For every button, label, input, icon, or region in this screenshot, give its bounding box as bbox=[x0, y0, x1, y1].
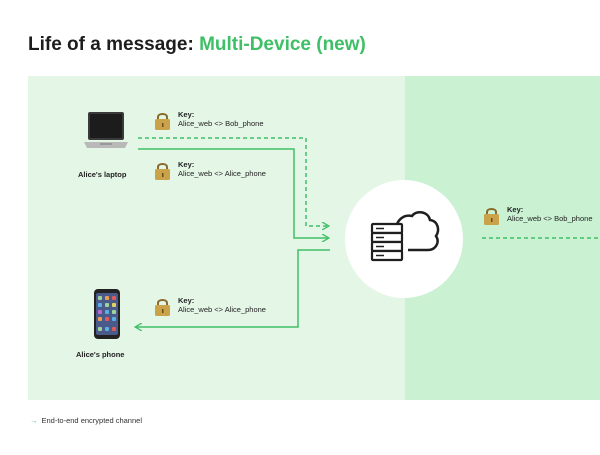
title-accent: Multi-Device (new) bbox=[199, 34, 366, 55]
title-main: Life of a message: bbox=[28, 34, 200, 55]
key-block-laptop-bob: Key: Alice_web <> Bob_phone bbox=[153, 110, 264, 131]
lock-icon bbox=[484, 208, 499, 225]
solid-channel-server-phone bbox=[136, 249, 330, 327]
key-label: Key: bbox=[178, 296, 195, 305]
key-label: Key: bbox=[178, 160, 195, 169]
laptop-label: Alice's laptop bbox=[78, 170, 127, 179]
solid-channel-laptop-server bbox=[138, 148, 328, 238]
key-label: Key: bbox=[178, 110, 195, 119]
lock-icon bbox=[155, 113, 170, 130]
server-cloud-icon bbox=[370, 211, 440, 262]
key-label: Key: bbox=[507, 205, 524, 214]
key-value: Alice_web <> Bob_phone bbox=[507, 214, 593, 223]
legend: →End-to-end encrypted channel bbox=[30, 416, 142, 425]
server-circle bbox=[345, 180, 463, 298]
key-value: Alice_web <> Alice_phone bbox=[178, 169, 266, 178]
legend-text: End-to-end encrypted channel bbox=[41, 416, 143, 425]
phone-icon bbox=[94, 289, 120, 339]
lock-icon bbox=[155, 299, 170, 316]
key-value: Alice_web <> Alice_phone bbox=[178, 305, 266, 314]
key-value: Alice_web <> Bob_phone bbox=[178, 119, 264, 128]
phone-label: Alice's phone bbox=[76, 350, 125, 359]
key-block-phone: Key: Alice_web <> Alice_phone bbox=[153, 296, 266, 317]
lock-icon bbox=[155, 163, 170, 180]
key-block-bob: Key: Alice_web <> Bob_phone bbox=[482, 205, 599, 226]
key-block-laptop-phone: Key: Alice_web <> Alice_phone bbox=[153, 160, 266, 181]
laptop-icon bbox=[84, 112, 128, 148]
dashed-channel-laptop-server bbox=[138, 137, 328, 226]
diagram-title: Life of a message: Multi-Device (new) bbox=[28, 34, 366, 56]
legend-arrow-icon: → bbox=[30, 416, 38, 425]
